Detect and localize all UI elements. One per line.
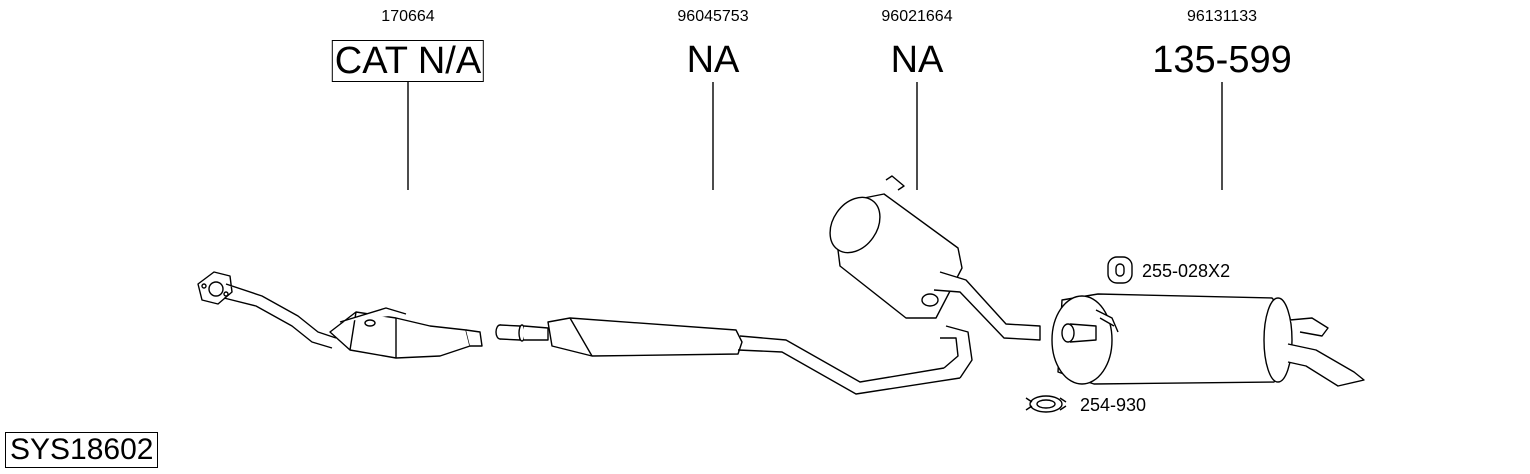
middle-silencer — [829, 175, 1041, 341]
manifold-flange — [197, 271, 233, 305]
part-number-rear-silencer[interactable]: 135-599 — [1152, 39, 1292, 81]
rear-silencer — [1051, 293, 1365, 387]
catalytic-converter — [329, 307, 483, 359]
front-pipe — [495, 317, 973, 395]
oem-number-rear-silencer: 96131133 — [1187, 8, 1257, 25]
part-number-cat[interactable]: CAT N/A — [331, 40, 485, 82]
oem-number-middle-silencer: 96021664 — [881, 8, 953, 25]
rubber-mount-icon — [1107, 256, 1133, 284]
mount-part-number[interactable]: 255-028X2 — [1142, 261, 1231, 281]
clamp-icon — [1025, 395, 1067, 413]
part-number-front-pipe[interactable]: NA — [686, 39, 740, 81]
part-number-middle-silencer[interactable]: NA — [890, 39, 944, 81]
oem-number-cat: 170664 — [381, 8, 435, 25]
downpipe — [223, 283, 337, 349]
oem-number-front-pipe: 96045753 — [677, 8, 749, 25]
system-code: SYS18602 — [5, 432, 159, 468]
clamp-part-number[interactable]: 254-930 — [1080, 395, 1147, 415]
